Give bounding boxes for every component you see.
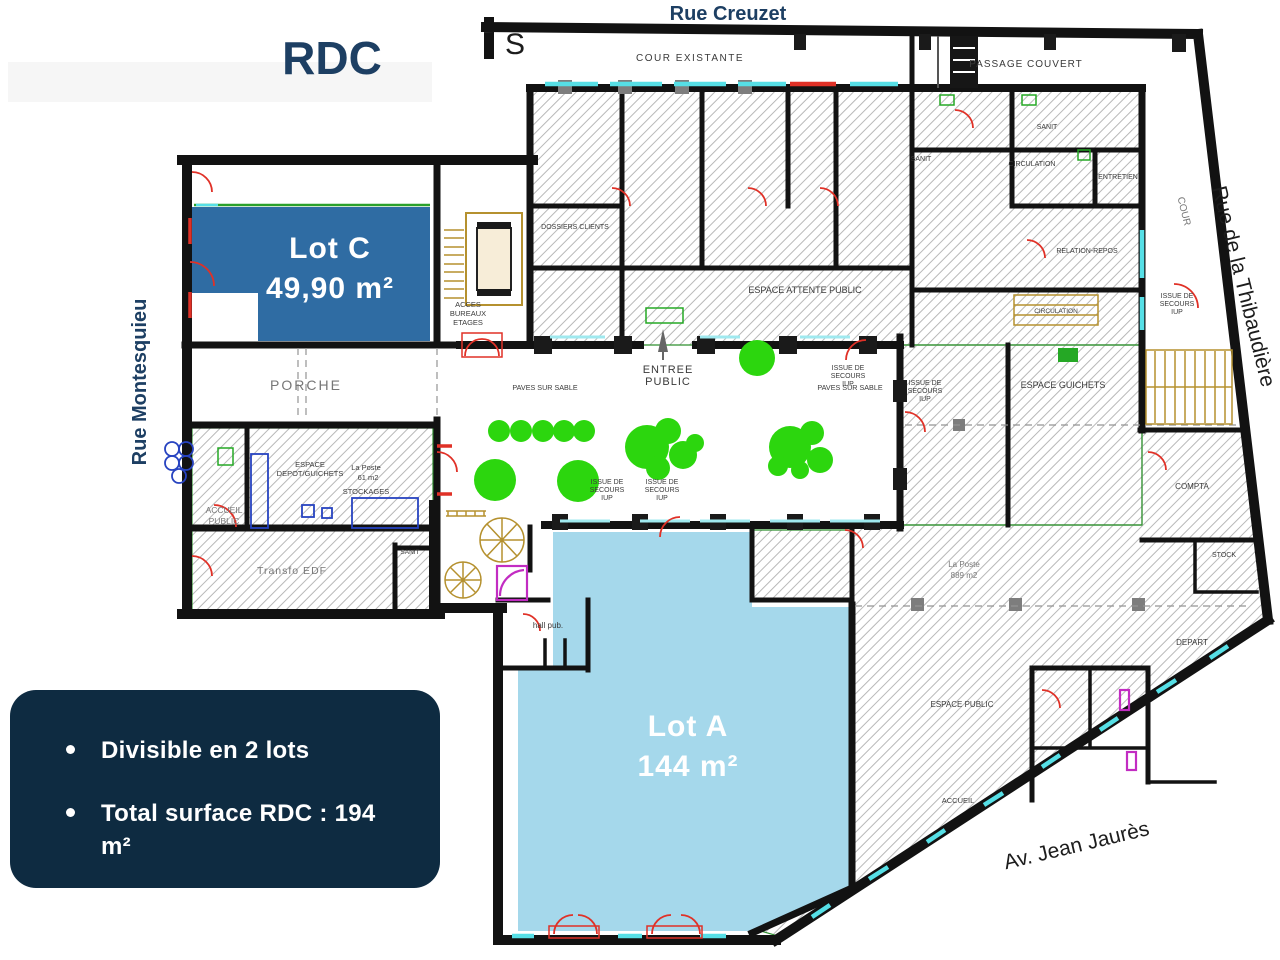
street-label-left: Rue Montesquieu [129,299,151,466]
north-arrow-icon [658,329,668,360]
label-espace: ESPACE [295,460,325,469]
bullet-dot-icon [66,808,75,818]
stair-by-elevator [444,229,464,299]
lot-a-surface: 144 m² [637,750,738,783]
label-espace-public: ESPACE PUBLIC [931,700,994,709]
label-dossiers: DOSSIERS CLIENTS [541,224,609,231]
label-cour-existante: COUR EXISTANTE [636,53,744,64]
info-box: Divisible en 2 lots Total surface RDC : … [10,690,440,888]
label-entretien: ENTRETIEN [1098,174,1138,181]
label-issue-d1: ISSUE DE [909,380,942,387]
label-issue-d2: SECOURS [908,388,943,395]
street-label-bottom: Av. Jean Jaurès [1002,817,1152,874]
street-label-right: Rue de la Thibaudière [1207,184,1279,390]
label-entree-1: ENTREE [643,364,694,376]
label-issue-a3: IUP [842,381,854,388]
label-stock: STOCK [1212,552,1236,559]
small-partition-walls [543,538,1259,784]
label-la-poste: La Poste [351,463,381,472]
info-bullet-1-text: Divisible en 2 lots [101,737,310,764]
label-passage-couvert: PASSAGE COUVERT [969,59,1083,70]
street-label-top: Rue Creuzet [670,3,787,25]
label-issue-a2: SECOURS [831,373,866,380]
green-markers [217,94,1091,466]
label-issue-b1: ISSUE DE [591,479,624,486]
label-acces-3: ETAGES [453,318,483,327]
label-issue-a1: ISSUE DE [832,365,865,372]
hatch-small-room [751,529,853,601]
stairs-and-lifts [444,36,1233,599]
label-la-poste-area: 61 m2 [358,473,379,482]
label-acces-1: ACCES [455,300,481,309]
hatch-right-mid [899,344,1143,526]
label-guichets: ESPACE GUICHETS [1021,380,1106,390]
partition-walls [244,33,1257,803]
lot-a-name: Lot A [648,710,729,743]
door-arcs [188,109,1199,939]
info-bullet-1: Divisible en 2 lots [66,734,406,767]
s-mark: S [505,28,525,61]
info-bullet-2-text: Total surface RDC : 194 m² [101,800,376,861]
diagonal-windows [810,644,1230,919]
label-issue-c2: SECOURS [645,487,680,494]
outer-walls [177,17,1275,947]
lot-c-name: Lot C [289,232,371,265]
window-strips-top [545,81,1145,330]
trees [474,340,833,502]
label-porche: PORCHE [270,377,342,393]
label-la-poste-2-area: 889 m2 [951,571,978,580]
label-hall-pub: hall pub. [533,621,563,630]
furniture [164,441,419,529]
label-sanit-3: SANIT [1037,124,1058,131]
label-issue-e1: ISSUE DE [1161,293,1194,300]
lot-c-surface: 49,90 m² [266,272,394,305]
label-accueil-public: PUBLIC [209,516,240,526]
label-accueil: ACCUEIL [206,505,243,515]
label-compta: COMPTA [1175,482,1209,491]
label-paves-1: PAVES SUR SABLE [512,383,577,392]
label-la-poste-2: La Poste [948,560,980,569]
faded-logo-area [8,62,432,102]
label-issue-b3: IUP [601,495,613,502]
label-entree-2: PUBLIC [645,376,691,388]
magenta-lift [495,564,529,602]
railing [446,510,486,517]
page-title: RDC [282,32,382,84]
label-issue-e2: SECOURS [1160,301,1195,308]
courtyard-windows [550,335,880,523]
label-acces-2: BUREAUX [450,309,486,318]
label-depot: DEPOT/GUICHETS [277,469,344,478]
passage-stair [950,36,978,88]
label-depart: DEPART [1176,638,1208,647]
label-circulation-duct: CIRCULATION [1034,308,1078,315]
label-stockages: STOCKAGES [343,487,390,496]
label-issue-e3: IUP [1171,309,1183,316]
label-sanit-2: SANIT [911,156,932,163]
room-labels: COUR EXISTANTE PASSAGE COUVERT COUR PORC… [206,53,1237,805]
label-attente: ESPACE ATTENTE PUBLIC [748,285,862,295]
label-paves-2: PAVES SUR SABLE [817,383,882,392]
label-issue-b2: SECOURS [590,487,625,494]
label-issue-c1: ISSUE DE [646,479,679,486]
label-issue-d3: IUP [919,396,931,403]
label-sanit-1: SANIT [400,549,419,556]
label-issue-c3: IUP [656,495,668,502]
label-relation-repos: RELATION-REPOS [1056,248,1118,255]
label-circulation: CIRCULATION [1009,161,1056,168]
elevator [465,212,523,306]
duct-box [1013,294,1099,326]
label-accueil-2: ACCUEIL [942,796,975,805]
bullet-dot-icon [66,745,75,754]
black-pillars [534,34,1186,530]
lot-a-area [518,532,852,931]
lot-c-area [192,207,430,341]
magenta-elements [495,564,1138,772]
info-bullet-2: Total surface RDC : 194 m² [66,797,406,863]
label-cour: COUR [1175,196,1193,227]
dashed-lines [297,348,1246,607]
label-transfo: Transfo EDF [257,565,327,577]
